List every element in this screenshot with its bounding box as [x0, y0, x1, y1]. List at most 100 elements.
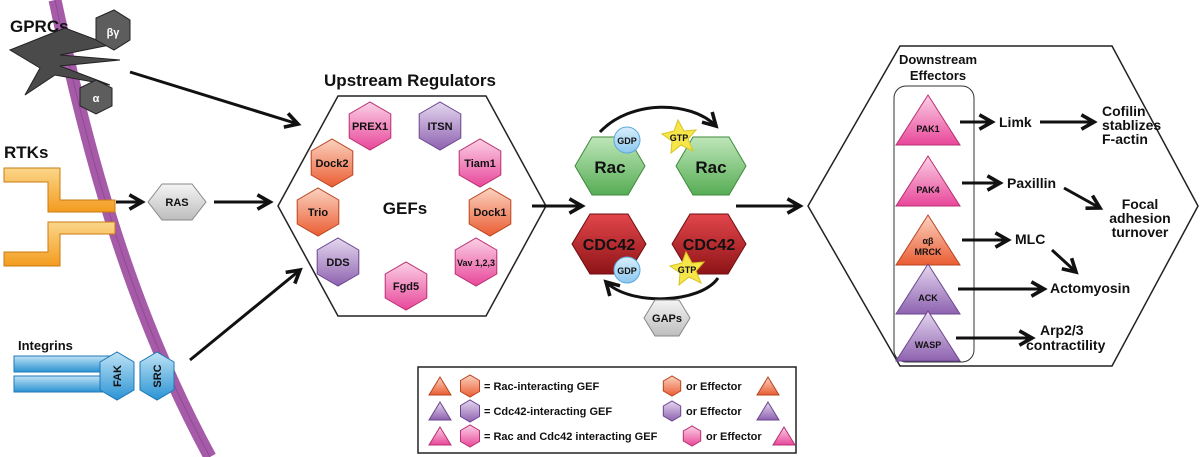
gtp-star-rac: GTP: [660, 118, 698, 155]
legend-cdc42-or-triangle-icon: [756, 401, 780, 421]
gef-dock1-node: Dock1: [468, 187, 512, 237]
gef-dock2-node: Dock2: [310, 138, 354, 188]
fak-label: FAK: [112, 365, 124, 387]
gef-vav-node: Vav 1,2,3: [454, 237, 498, 287]
gtp-label-cdc42: GTP: [678, 265, 697, 275]
outcome-focal-1: Focal: [1122, 196, 1159, 212]
cdc42-gdp-label: CDC42: [583, 237, 636, 254]
alpha-label: α: [93, 93, 100, 105]
legend-row3-text: = Rac and Cdc42 interacting GEF: [484, 431, 658, 443]
gef-vav-hexagon: [454, 237, 498, 287]
gef-center-label: GEFs: [383, 199, 427, 218]
membrane-arrows: [116, 70, 303, 362]
effector-pak1-triangle: [895, 94, 961, 146]
gef-dds-label: DDS: [326, 257, 349, 269]
legend-rac-triangle-icon: [428, 376, 452, 396]
arrow-paxillin-to-focal: [1063, 186, 1104, 210]
outcome-cofilin-3: F-actin: [1102, 131, 1148, 147]
src-label: SRC: [152, 364, 164, 387]
gef-dock2-label: Dock2: [315, 158, 348, 170]
gpcr-beta-gamma-subunit: [95, 9, 131, 51]
gtp-star-cdc42: GTP: [668, 250, 706, 287]
legend-cdc42-triangle-icon: [428, 401, 452, 421]
gef-trio-label: Trio: [308, 207, 328, 219]
gef-itsn-node: ITSN: [418, 101, 462, 151]
integrins-label: Integrins: [18, 338, 73, 353]
ras-label: RAS: [165, 197, 188, 209]
effector-pak1-label: PAK1: [916, 124, 939, 134]
gdp-bubble-cdc42: GDP: [613, 256, 641, 284]
effector-mrck-label-1: αβ: [922, 236, 934, 246]
gpcr-label: GPRCs: [10, 17, 69, 36]
arrow-gpcr-to-gefs: [129, 70, 302, 129]
effector-hexagon: [807, 45, 1199, 367]
effector-pak4-triangle: [895, 155, 961, 207]
gef-trio-hexagon: [296, 187, 340, 237]
outcome-arp-1: Arp2/3: [1040, 322, 1084, 338]
legend-both-or-triangle-icon: [772, 426, 796, 446]
effector-pak1-node: PAK1: [895, 94, 961, 146]
gef-fgd5-label: Fgd5: [393, 281, 419, 293]
downstream-title-line2: Effectors: [910, 68, 966, 83]
legend-box: [417, 366, 797, 454]
fak-node: FAK: [99, 351, 135, 401]
gef-dds-hexagon: [316, 237, 360, 287]
integrin-receptor: [13, 355, 123, 393]
effector-wasp-triangle: [895, 310, 961, 362]
legend-row2-text: = Cdc42-interacting GEF: [484, 406, 612, 418]
gpcr-receptor: βγ α: [8, 9, 131, 115]
rac-gdp-label: Rac: [594, 158, 625, 177]
gef-dock2-hexagon: [310, 138, 354, 188]
gaps-node: GAPs: [643, 299, 691, 337]
effector-wasp-node: WASP: [895, 310, 961, 362]
gef-vav-label: Vav 1,2,3: [457, 258, 495, 268]
gef-dock1-hexagon: [468, 187, 512, 237]
gef-itsn-label: ITSN: [427, 121, 452, 133]
target-mlc: MLC: [1015, 231, 1045, 247]
gef-dds-node: DDS: [316, 237, 360, 287]
gef-tiam1-node: Tiam1: [458, 138, 502, 188]
legend-both-triangle-icon: [428, 426, 452, 446]
rac-gtp-label: Rac: [695, 158, 726, 177]
beta-gamma-label: βγ: [107, 27, 121, 39]
src-node: SRC: [139, 351, 175, 401]
gef-dock1-label: Dock1: [473, 207, 506, 219]
gef-prex1-label: PREX1: [352, 121, 388, 133]
outcome-cofilin-1: Cofilin: [1102, 103, 1146, 119]
effector-wasp-label: WASP: [915, 340, 942, 350]
outcome-arp-2: contractility: [1026, 337, 1106, 353]
effector-mrck-label-2: MRCK: [915, 247, 942, 257]
arrow-mlc-to-actomyosin: [1050, 248, 1079, 275]
legend-cdc42-or-hexagon-icon: [662, 400, 682, 422]
gef-itsn-hexagon: [418, 101, 462, 151]
legend-rac-or-hexagon-icon: [662, 375, 682, 397]
effector-pak4-label: PAK4: [916, 185, 939, 195]
cdc42-gtp-label: CDC42: [683, 237, 736, 254]
gef-fgd5-node: Fgd5: [384, 261, 428, 311]
cycle-arrow-top: [598, 105, 719, 134]
gdp-bubble-rac: GDP: [613, 126, 641, 154]
target-limk: Limk: [999, 114, 1032, 130]
legend-shapes: [428, 374, 796, 448]
target-paxillin: Paxillin: [1007, 175, 1056, 191]
legend-both-or-hexagon-icon: [682, 425, 702, 447]
gef-tiam1-label: Tiam1: [464, 158, 496, 170]
gdp-label-rac: GDP: [617, 136, 637, 146]
arrow-src-to-gefs: [189, 267, 303, 362]
legend-row3-or: or Effector: [706, 431, 762, 443]
rtk-receptor: [3, 167, 116, 267]
cycle-arrow-bottom: [603, 277, 720, 301]
effector-arrows: [956, 113, 1104, 347]
rtk-label: RTKs: [4, 143, 48, 162]
gef-tiam1-hexagon: [458, 138, 502, 188]
gef-trio-node: Trio: [296, 187, 340, 237]
effector-box: [893, 85, 975, 363]
outcome-focal-2: adhesion: [1109, 210, 1170, 226]
outcome-actomyosin: Actomyosin: [1050, 280, 1130, 296]
effector-ack-label: ACK: [918, 293, 938, 303]
legend-row2-or: or Effector: [686, 406, 742, 418]
